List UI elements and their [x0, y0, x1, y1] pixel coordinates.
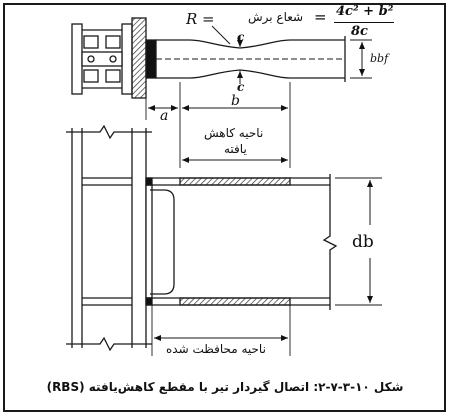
dim-a-label: a	[160, 108, 169, 124]
c-label-bottom: c	[237, 80, 245, 94]
r-formula-denominator: 8c	[351, 24, 368, 39]
reduced-zone-label-line2: یافته	[224, 142, 247, 156]
column-flange-plan	[131, 17, 147, 99]
beam-flange-plan	[156, 39, 345, 49]
c-label-top: c	[237, 30, 245, 44]
elevation-view	[66, 124, 382, 356]
figure-frame	[3, 3, 446, 412]
reduced-zone-top	[179, 177, 291, 186]
column-plan	[71, 23, 133, 95]
beam-elevation	[145, 174, 338, 310]
column-elevation	[66, 124, 152, 352]
r-equals: =	[314, 8, 327, 26]
r-formula-numerator: 4c² + b²	[336, 4, 394, 19]
shear-radius-label: شعاع برش	[248, 10, 304, 24]
r-label: R =	[186, 10, 215, 28]
db-label: db	[352, 232, 374, 252]
figure-caption: شکل ۱۰-۳-۷-۲: اتصال گیردار تیر با مقطع ک…	[46, 380, 404, 394]
reduced-zone-label-line1: ناحیه کاهش	[204, 126, 264, 140]
plan-view	[71, 17, 372, 168]
bbf-label: bbf	[370, 52, 389, 65]
reduced-zone-bottom	[179, 297, 291, 306]
dim-b-label: b	[231, 93, 240, 109]
protected-zone-label: ناحیه محافظت شده	[166, 342, 266, 356]
r-formula-bar	[334, 22, 394, 23]
